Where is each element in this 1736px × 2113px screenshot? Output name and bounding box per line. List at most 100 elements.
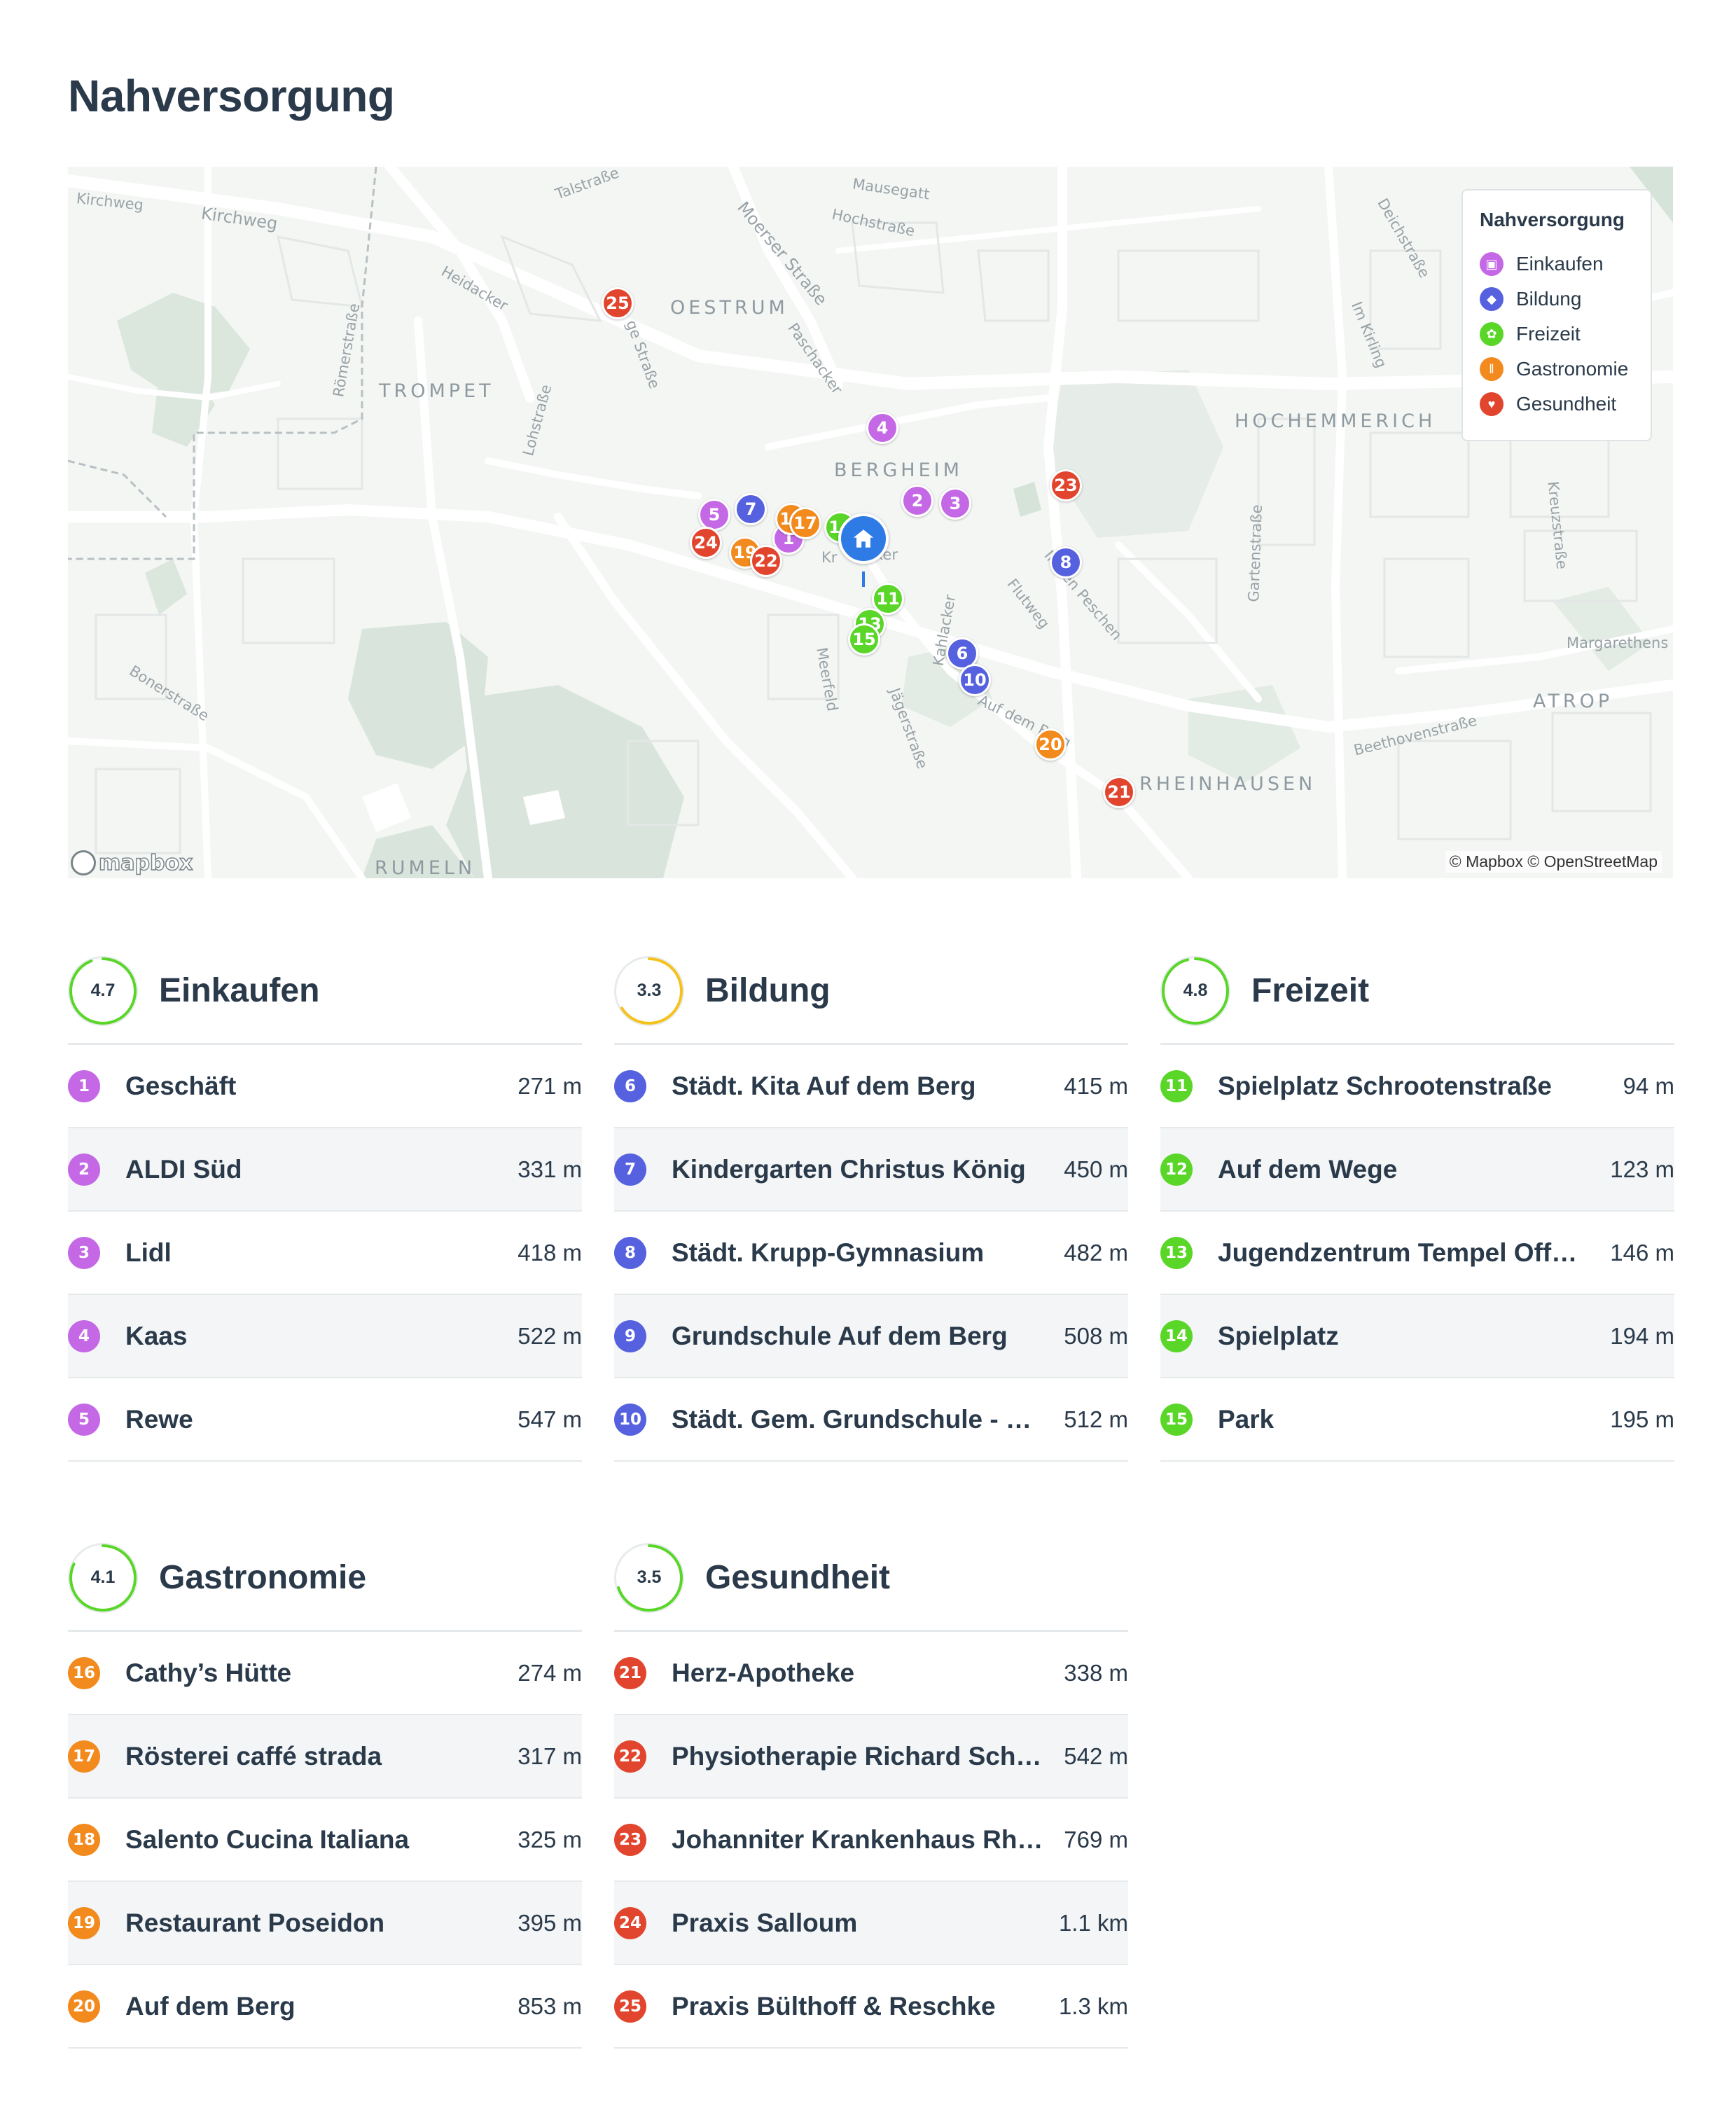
map-marker-freizeit[interactable]: 15: [848, 623, 880, 656]
map-marker-gesundheit[interactable]: 22: [750, 545, 782, 577]
home-marker[interactable]: [838, 513, 889, 564]
item-number-badge: 1: [68, 1069, 100, 1102]
item-name: ALDI Süd: [125, 1154, 242, 1184]
item-number-badge: 14: [1160, 1319, 1193, 1352]
map-marker-bildung[interactable]: 7: [735, 493, 767, 525]
score-value: 3.3: [637, 981, 662, 1000]
item-name: Auf dem Wege: [1218, 1154, 1398, 1184]
category-header: 3.3 Bildung: [614, 938, 1128, 1045]
item-number-badge: 22: [614, 1740, 646, 1773]
item-number-badge: 18: [68, 1823, 100, 1856]
item-distance: 331 m: [518, 1156, 582, 1182]
item-distance: 415 m: [1064, 1072, 1128, 1099]
item-name: Herz-Apotheke: [672, 1658, 855, 1687]
legend-item-freizeit[interactable]: ✿ Freizeit: [1480, 317, 1634, 352]
item-number-badge: 16: [68, 1656, 100, 1689]
item-distance: 317 m: [518, 1743, 582, 1769]
map-marker-bildung[interactable]: 8: [1050, 546, 1082, 579]
legend-item-gastronomie[interactable]: ‖ Gastronomie: [1480, 352, 1634, 387]
item-number-badge: 5: [68, 1403, 100, 1436]
map-legend: Nahversorgung ▣ Einkaufen ◆ Bildung ✿ Fr…: [1461, 189, 1652, 441]
list-item[interactable]: 17 Rösterei caffé strada 317 m: [68, 1715, 582, 1799]
district-label: OESTRUM: [670, 297, 789, 319]
legend-label: Bildung: [1516, 288, 1582, 310]
item-number-badge: 17: [68, 1740, 100, 1773]
map-marker-einkaufen[interactable]: 2: [901, 485, 933, 517]
district-label: TROMPET: [379, 380, 494, 402]
score-badge: 3.3: [614, 955, 684, 1026]
item-distance: 512 m: [1064, 1406, 1128, 1432]
item-name: Spielplatz: [1218, 1321, 1339, 1350]
category-title: Gastronomie: [159, 1559, 367, 1596]
item-name: Praxis Salloum: [672, 1908, 858, 1937]
mapbox-logo[interactable]: mapbox: [71, 850, 193, 875]
item-distance: 853 m: [518, 1993, 582, 2019]
item-number-badge: 15: [1160, 1403, 1193, 1436]
district-label: HOCHEMMERICH: [1235, 410, 1436, 432]
score-ring: [69, 957, 137, 1025]
map-marker-einkaufen[interactable]: 3: [939, 487, 971, 520]
legend-item-einkaufen[interactable]: ▣ Einkaufen: [1480, 247, 1634, 282]
item-distance: 542 m: [1064, 1743, 1128, 1769]
map-marker-gastronomie[interactable]: 17: [789, 507, 821, 539]
item-name: Praxis Bülthoff & Reschke: [672, 1991, 996, 2021]
item-number-badge: 20: [68, 1990, 100, 2023]
score-badge: 4.8: [1160, 955, 1230, 1026]
map-attribution[interactable]: © Mapbox © OpenStreetMap: [1445, 851, 1662, 873]
map-marker-gastronomie[interactable]: 20: [1034, 728, 1067, 761]
item-number-badge: 25: [614, 1990, 646, 2023]
item-name: Rösterei caffé strada: [125, 1741, 382, 1771]
score-value: 4.8: [1183, 981, 1208, 1000]
map-marker-bildung[interactable]: 6: [946, 637, 978, 670]
map-marker-einkaufen[interactable]: 5: [698, 499, 730, 531]
item-name: Grundschule Auf dem Berg: [672, 1321, 1008, 1350]
category-title: Freizeit: [1251, 972, 1370, 1009]
map-marker-einkaufen[interactable]: 4: [866, 412, 898, 444]
item-distance: 522 m: [518, 1322, 582, 1349]
legend-label: Gesundheit: [1516, 393, 1617, 415]
map-marker-gesundheit[interactable]: 25: [602, 287, 634, 319]
item-name: Salento Cucina Italiana: [125, 1824, 410, 1854]
home-icon: [853, 529, 874, 548]
item-number-badge: 19: [68, 1906, 100, 1939]
map-marker-gesundheit[interactable]: 23: [1050, 469, 1082, 501]
legend-item-gesundheit[interactable]: ♥ Gesundheit: [1480, 387, 1634, 422]
legend-item-bildung[interactable]: ◆ Bildung: [1480, 282, 1634, 317]
category-header: 4.7 Einkaufen: [68, 938, 582, 1045]
map-marker-gesundheit[interactable]: 21: [1103, 776, 1135, 808]
score-value: 3.5: [637, 1567, 662, 1587]
score-value: 4.7: [90, 981, 116, 1000]
map-marker-gesundheit[interactable]: 24: [690, 527, 722, 559]
map-marker-bildung[interactable]: 10: [959, 664, 991, 696]
item-name: Geschäft: [125, 1071, 237, 1100]
map-marker-freizeit[interactable]: 11: [872, 583, 904, 615]
list-item[interactable]: 18 Salento Cucina Italiana 325 m: [68, 1799, 582, 1882]
item-distance: 325 m: [518, 1826, 582, 1852]
map[interactable]: OESTRUM TROMPET BERGHEIM HOCHEMMERICH AT…: [68, 167, 1673, 878]
